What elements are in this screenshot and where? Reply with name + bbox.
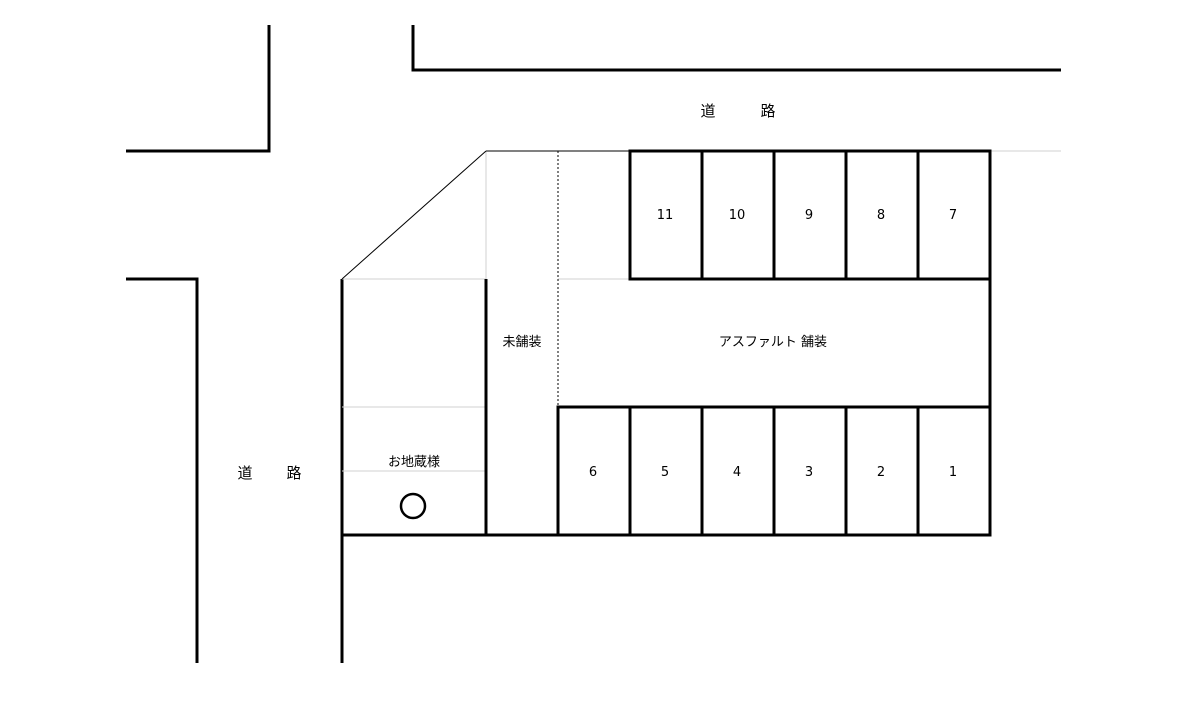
top-road-label-2: 路 (760, 102, 776, 120)
guide-lines (342, 150, 1061, 472)
jizo-label: お地蔵様 (387, 455, 441, 470)
parking-space-3[interactable]: 3 (804, 465, 814, 480)
parking-space-1[interactable]: 1 (948, 465, 958, 480)
unpaved-label: 未舗装 (502, 335, 542, 350)
left-road-label-1: 道 (237, 464, 253, 482)
parking-space-5[interactable]: 5 (660, 465, 670, 480)
lot-outline-heavy (342, 149, 992, 537)
parking-space-10[interactable]: 10 (728, 208, 746, 223)
parking-space-7[interactable]: 7 (948, 208, 958, 223)
left-road-label-2: 路 (286, 464, 302, 482)
parking-space-6[interactable]: 6 (588, 465, 598, 480)
asphalt-label: アスファルト 舗装 (718, 335, 828, 350)
top-road-label-1: 道 (700, 102, 716, 120)
parking-space-9[interactable]: 9 (804, 208, 814, 223)
parking-space-4[interactable]: 4 (732, 465, 742, 480)
parking-space-8[interactable]: 8 (876, 208, 886, 223)
road-boundaries (126, 25, 1061, 663)
jizo-circle-icon (399, 492, 427, 520)
parking-space-2[interactable]: 2 (876, 465, 886, 480)
parking-space-11[interactable]: 11 (656, 208, 674, 223)
